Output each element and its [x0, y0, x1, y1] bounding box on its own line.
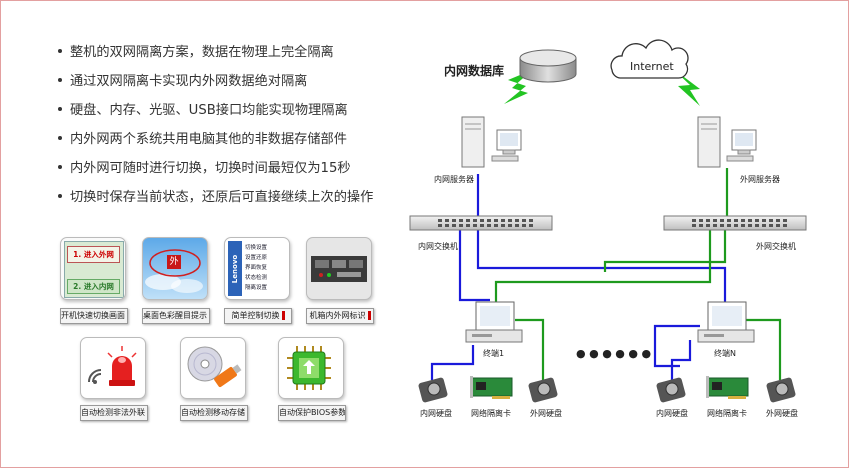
menu-item: 设置还原 — [245, 255, 268, 261]
terminal-1-icon — [465, 301, 523, 343]
switch-menu: 切换设置 设置还原 界面恢复 状态检测 隔离设置 — [245, 243, 285, 293]
bullet-dot-icon — [58, 77, 62, 82]
inner-disk-icon — [418, 377, 448, 403]
outer-network-links — [494, 168, 782, 380]
chassis-label-tile — [306, 237, 372, 300]
inner-switch-label: 内网交换机 — [418, 241, 458, 251]
database-icon — [519, 49, 577, 83]
feature-text: 硬盘、内存、光驱、USB接口均能实现物理隔离 — [70, 103, 348, 118]
inner-disk-label: 内网硬盘 — [420, 408, 452, 418]
control-switch-tile: Lenovo 切换设置 设置还原 界面恢复 状态检测 隔离设置 — [224, 237, 290, 300]
inner-network-links — [430, 174, 727, 380]
outer-server-icon — [697, 116, 757, 168]
feature-item: 切换时保存当前状态，还原后可直接继续上次的操作 — [58, 181, 408, 210]
internet-link-lightning-icon — [672, 68, 700, 106]
feature-list: 整机的双网隔离方案，数据在物理上完全隔离 通过双网隔离卡实现内外网数据绝对隔离 … — [58, 36, 408, 210]
disc-usb-icon — [187, 346, 242, 388]
outer-net-badge: 外 — [167, 255, 181, 269]
chip-icon — [287, 346, 331, 390]
tile-caption: 桌面色彩醒目提示 — [142, 308, 210, 324]
outer-disk-label: 外网硬盘 — [766, 408, 798, 418]
alarm-light-icon — [88, 346, 137, 386]
tile-caption: 开机快速切换画面 — [60, 308, 128, 324]
bullet-dot-icon — [58, 135, 62, 140]
terminal-n-label: 终端N — [714, 348, 736, 358]
inner-net-option: 2. 进入内网 — [67, 279, 120, 294]
outer-server-label: 外网服务器 — [740, 174, 780, 184]
outer-disk-icon — [528, 377, 558, 403]
tile-caption: 自动保护BIOS参数 — [278, 405, 346, 421]
outer-switch-icon — [663, 215, 807, 231]
isolation-card-icon — [706, 376, 749, 399]
menu-item: 切换设置 — [245, 245, 268, 251]
feature-text: 内外网两个系统共用电脑其他的非数据存储部件 — [70, 132, 347, 147]
inner-switch-icon — [409, 215, 553, 231]
internet-label: Internet — [630, 60, 674, 73]
menu-item: 隔离设置 — [245, 285, 268, 291]
inner-server-icon — [461, 116, 522, 168]
feature-text: 通过双网隔离卡实现内外网数据绝对隔离 — [70, 74, 308, 89]
terminal-1-label: 终端1 — [483, 348, 504, 358]
menu-item: 界面恢复 — [245, 265, 268, 271]
desktop-color-tile: 外 — [142, 237, 208, 300]
db-label: 内网数据库 — [444, 63, 504, 78]
isolation-card-icon — [470, 376, 513, 399]
feature-item: 通过双网隔离卡实现内外网数据绝对隔离 — [58, 65, 408, 94]
internet-cloud-icon — [610, 39, 689, 79]
db-link-lightning-icon — [504, 70, 532, 104]
tile-caption: 简单控制切换 — [224, 308, 292, 324]
tile-caption: 自动检测非法外联 — [80, 405, 148, 421]
terminal-n-icon — [697, 301, 755, 343]
feature-item: 内外网两个系统共用电脑其他的非数据存储部件 — [58, 123, 408, 152]
isolation-card-label: 网络隔离卡 — [707, 408, 747, 418]
inner-disk-label: 内网硬盘 — [656, 408, 688, 418]
bullet-dot-icon — [58, 106, 62, 111]
inner-server-label: 内网服务器 — [434, 174, 474, 184]
outer-switch-label: 外网交换机 — [756, 241, 796, 251]
isolation-card-label: 网络隔离卡 — [471, 408, 511, 418]
bullet-dot-icon — [58, 164, 62, 169]
tile-caption: 机箱内外网标识 — [306, 308, 374, 324]
feature-text: 切换时保存当前状态，还原后可直接继续上次的操作 — [70, 190, 374, 205]
feature-item: 硬盘、内存、光驱、USB接口均能实现物理隔离 — [58, 94, 408, 123]
inner-disk-icon — [656, 377, 686, 403]
feature-text: 内外网可随时进行切换，切换时间最短仅为15秒 — [70, 161, 351, 176]
outer-net-option: 1. 进入外网 — [67, 246, 120, 263]
bullet-dot-icon — [58, 48, 62, 53]
outbound-detect-tile — [80, 337, 146, 399]
boot-switch-tile: 1. 进入外网 2. 进入内网 — [60, 237, 126, 300]
outer-disk-icon — [766, 377, 796, 403]
menu-item: 状态检测 — [245, 275, 268, 281]
bullet-dot-icon — [58, 193, 62, 198]
chassis-panel-icon — [311, 256, 367, 282]
feature-item: 内外网可随时进行切换，切换时间最短仅为15秒 — [58, 152, 408, 181]
more-terminals-dots: ● ● ● ● ● ● — [576, 347, 651, 360]
feature-item: 整机的双网隔离方案，数据在物理上完全隔离 — [58, 36, 408, 65]
outer-disk-label: 外网硬盘 — [530, 408, 562, 418]
feature-text: 整机的双网隔离方案，数据在物理上完全隔离 — [70, 45, 334, 60]
desktop-wallpaper-icon — [145, 249, 203, 293]
bios-protect-tile — [278, 337, 344, 399]
tile-caption: 自动检测移动存储 — [180, 405, 248, 421]
storage-detect-tile — [180, 337, 246, 399]
